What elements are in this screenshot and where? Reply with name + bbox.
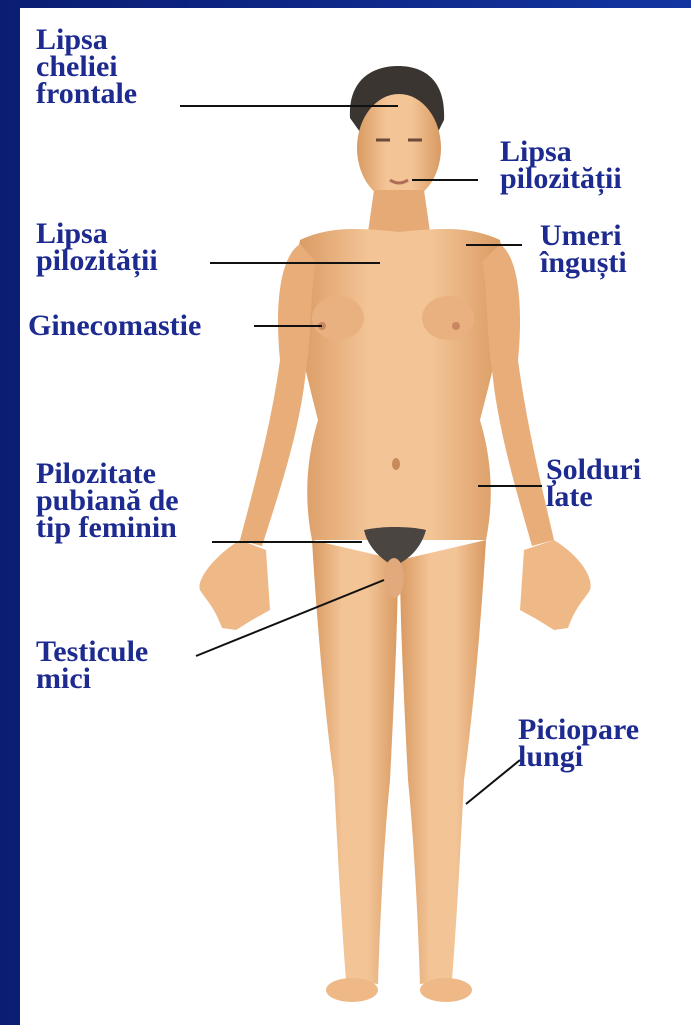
label-lipsa-pilozitatii-piept: Lipsa pilozității	[36, 220, 158, 274]
right-arm-shape	[482, 244, 554, 546]
right-hand-shape	[520, 540, 591, 630]
left-foot-shape	[326, 978, 378, 1002]
right-leg-shape	[400, 540, 486, 984]
label-solduri-late: Șolduri late	[546, 456, 641, 510]
right-breast-shape	[422, 296, 474, 340]
leader-picioare	[466, 760, 520, 804]
label-pilozitate-pubiana: Pilozitate pubiană de tip feminin	[36, 460, 179, 541]
label-ginecomastie: Ginecomastie	[28, 312, 201, 339]
genital-shape	[384, 558, 404, 598]
label-lipsa-pilozitatii-fata: Lipsa pilozității	[500, 138, 622, 192]
left-breast-shape	[312, 296, 364, 340]
label-umeri-ingusti: Umeri înguști	[540, 222, 627, 276]
left-hand-shape	[199, 540, 270, 630]
label-picioare-lungi: Piciopare lungi	[518, 716, 639, 770]
right-foot-shape	[420, 978, 472, 1002]
torso-shape	[295, 229, 504, 540]
head-shape	[357, 94, 441, 202]
neck-shape	[368, 190, 430, 232]
label-lipsa-cheliei-frontale: Lipsa cheliei frontale	[36, 26, 137, 107]
label-testicule-mici: Testicule mici	[36, 638, 148, 692]
left-arm-shape	[240, 244, 316, 546]
left-leg-shape	[312, 540, 398, 984]
